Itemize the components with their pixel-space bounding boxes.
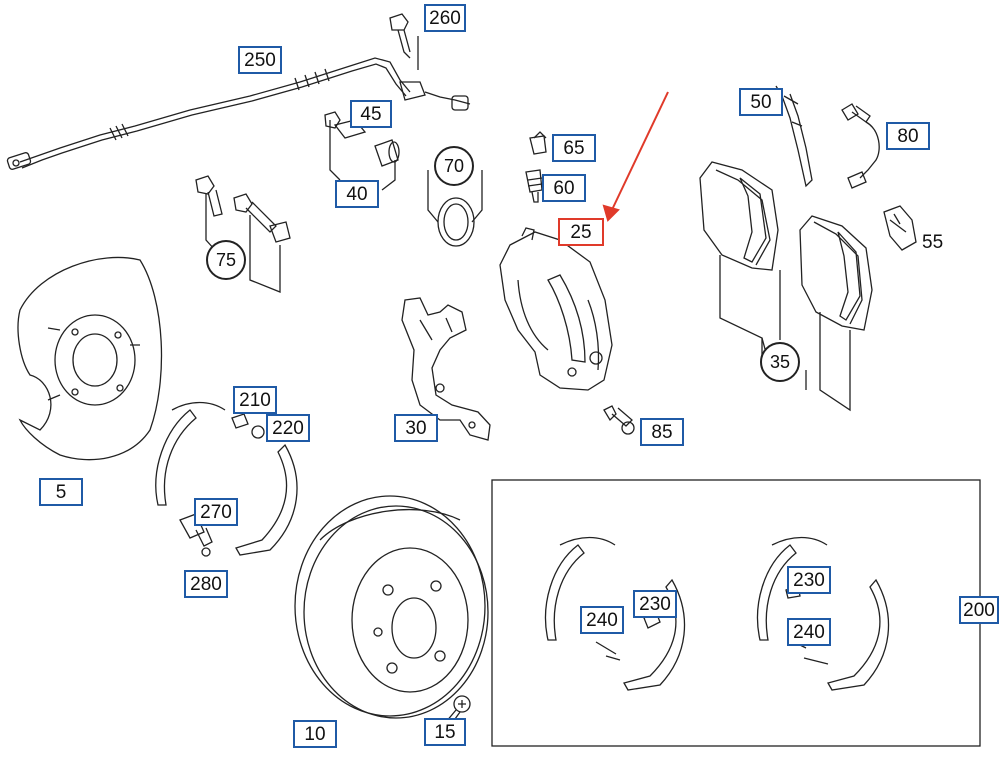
parking-brake-cable bbox=[6, 57, 471, 170]
callout-80[interactable]: 80 bbox=[886, 122, 930, 150]
callout-270[interactable]: 270 bbox=[194, 498, 238, 526]
callout-280[interactable]: 280 bbox=[184, 570, 228, 598]
bolts-75-drawing bbox=[195, 175, 291, 293]
callout-30[interactable]: 30 bbox=[394, 414, 438, 442]
callout-230-right[interactable]: 230 bbox=[787, 566, 831, 594]
guide-bolt-45-40-drawing bbox=[324, 111, 400, 191]
callout-250[interactable]: 250 bbox=[238, 46, 282, 74]
selection-arrow bbox=[602, 91, 669, 222]
spring-clip-50-drawing bbox=[775, 85, 813, 188]
callout-240-right[interactable]: 240 bbox=[787, 618, 831, 646]
callout-65[interactable]: 65 bbox=[552, 134, 596, 162]
callout-5[interactable]: 5 bbox=[39, 478, 83, 506]
shoe-kit-200-frame bbox=[491, 479, 981, 747]
callout-10[interactable]: 10 bbox=[293, 720, 337, 748]
callout-230-left[interactable]: 230 bbox=[633, 590, 677, 618]
callout-85[interactable]: 85 bbox=[640, 418, 684, 446]
brake-pads-35-drawing bbox=[699, 161, 873, 412]
callout-45[interactable]: 45 bbox=[350, 100, 392, 128]
callout-60[interactable]: 60 bbox=[542, 174, 586, 202]
bolt-85-drawing bbox=[603, 405, 635, 435]
callout-260[interactable]: 260 bbox=[424, 4, 466, 32]
seal-ring-70-drawing bbox=[427, 170, 483, 247]
anti-rattle-clip-55-drawing bbox=[883, 205, 917, 251]
bolt-260-drawing bbox=[389, 13, 419, 70]
group-circle-75: 75 bbox=[206, 240, 246, 280]
callout-240-left[interactable]: 240 bbox=[580, 606, 624, 634]
group-circle-35: 35 bbox=[760, 342, 800, 382]
callout-210[interactable]: 210 bbox=[233, 386, 277, 414]
group-circle-70: 70 bbox=[434, 146, 474, 186]
callout-40[interactable]: 40 bbox=[335, 180, 379, 208]
callout-15[interactable]: 15 bbox=[424, 718, 466, 746]
label-55: 55 bbox=[922, 232, 944, 253]
callout-25-selected[interactable]: 25 bbox=[558, 218, 604, 246]
callout-50[interactable]: 50 bbox=[739, 88, 783, 116]
callout-220[interactable]: 220 bbox=[266, 414, 310, 442]
wear-sensor-80-drawing bbox=[841, 103, 880, 189]
callout-200[interactable]: 200 bbox=[959, 596, 999, 624]
caliper-bracket-30-drawing bbox=[401, 297, 491, 441]
brake-caliper-25-drawing bbox=[499, 227, 613, 391]
brake-disc-10-drawing bbox=[294, 495, 489, 719]
bleeder-65-60-drawing bbox=[525, 131, 547, 203]
parking-shoes-drawing bbox=[155, 401, 298, 557]
backing-plate-5-drawing bbox=[17, 256, 163, 461]
